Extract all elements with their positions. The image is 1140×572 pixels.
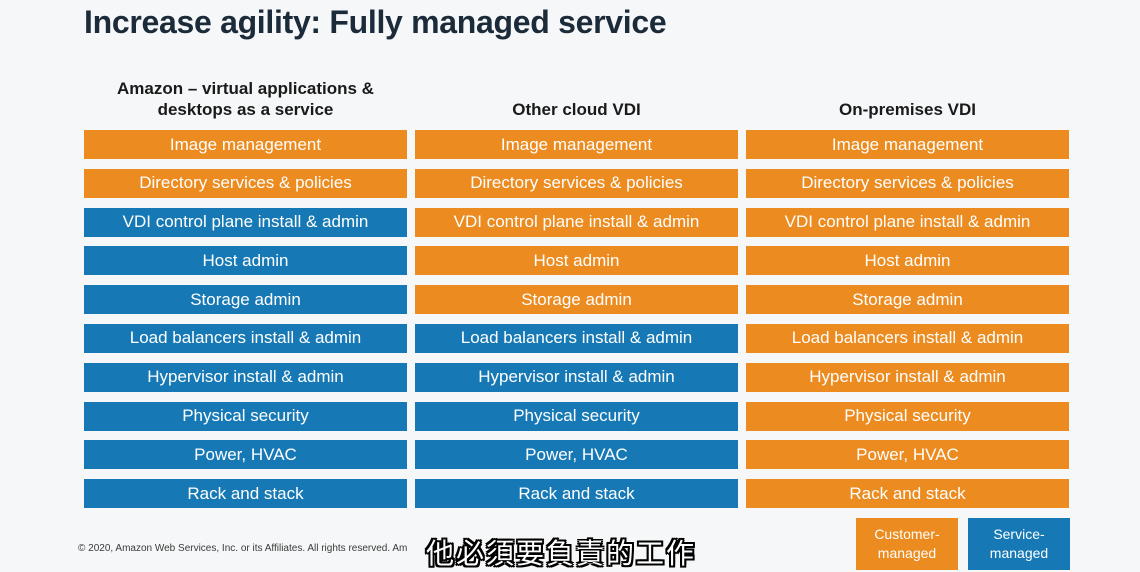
- responsibility-cell: Hypervisor install & admin: [415, 362, 738, 392]
- responsibility-cell: Physical security: [84, 401, 407, 431]
- responsibility-cell: Storage admin: [746, 285, 1069, 315]
- column-header: Other cloud VDI: [512, 100, 641, 119]
- copyright-text: © 2020, Amazon Web Services, Inc. or its…: [78, 543, 408, 554]
- responsibility-cell: VDI control plane install & admin: [746, 207, 1069, 237]
- responsibility-cell: Host admin: [84, 246, 407, 276]
- responsibility-cell: Load balancers install & admin: [746, 323, 1069, 353]
- responsibility-cell: VDI control plane install & admin: [415, 207, 738, 237]
- responsibility-cell: Power, HVAC: [415, 440, 738, 470]
- responsibility-cell: Host admin: [415, 246, 738, 276]
- responsibility-cell: VDI control plane install & admin: [84, 207, 407, 237]
- video-subtitle: 他必須要負責的工作: [426, 537, 697, 570]
- responsibility-cell: Directory services & policies: [84, 168, 407, 198]
- responsibility-cell: Image management: [415, 130, 738, 159]
- responsibility-cell: Hypervisor install & admin: [746, 362, 1069, 392]
- responsibility-cell: Power, HVAC: [746, 440, 1069, 470]
- responsibility-cell: Rack and stack: [746, 479, 1069, 509]
- responsibility-cell: Load balancers install & admin: [84, 323, 407, 353]
- responsibility-cell: Directory services & policies: [415, 168, 738, 198]
- legend-customer-managed: Customer- managed: [856, 518, 958, 570]
- responsibility-cell: Hypervisor install & admin: [84, 362, 407, 392]
- column-header: On-premises VDI: [839, 100, 976, 119]
- responsibility-cell: Rack and stack: [84, 479, 407, 509]
- responsibility-cell: Storage admin: [415, 285, 738, 315]
- responsibility-cell: Load balancers install & admin: [415, 323, 738, 353]
- column-header: Amazon – virtual applications & desktops…: [117, 79, 374, 119]
- responsibility-cell: Image management: [746, 130, 1069, 159]
- responsibility-cell: Physical security: [415, 401, 738, 431]
- responsibility-cell: Image management: [84, 130, 407, 159]
- legend-service-managed: Service- managed: [968, 518, 1070, 570]
- responsibility-cell: Directory services & policies: [746, 168, 1069, 198]
- responsibility-cell: Physical security: [746, 401, 1069, 431]
- responsibility-cell: Storage admin: [84, 285, 407, 315]
- column-amazon: Amazon – virtual applications & desktops…: [84, 70, 407, 518]
- responsibility-cell: Host admin: [746, 246, 1069, 276]
- responsibility-cell: Power, HVAC: [84, 440, 407, 470]
- slide-title: Increase agility: Fully managed service: [84, 4, 667, 40]
- responsibility-cell: Rack and stack: [415, 479, 738, 509]
